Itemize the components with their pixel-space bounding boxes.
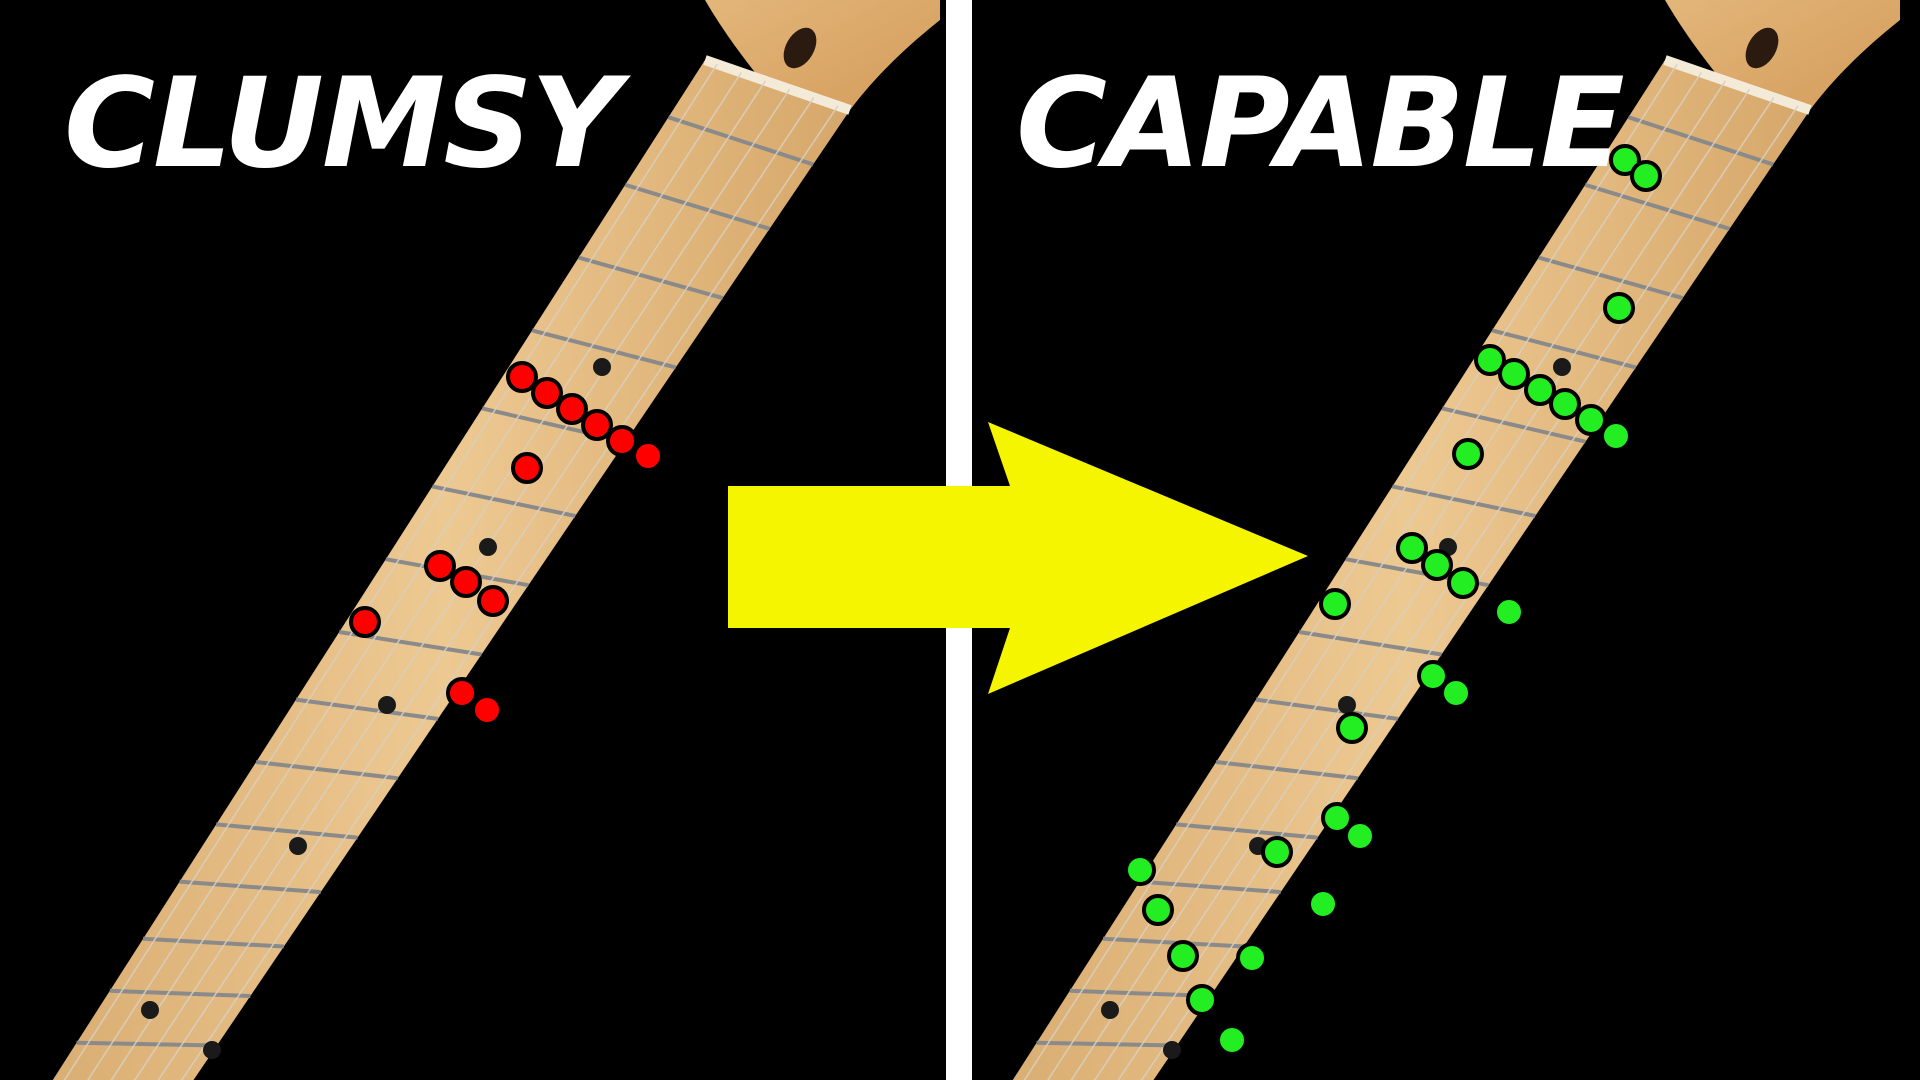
right-inlay-5 [1101, 1001, 1119, 1019]
right-note-dot-24 [1218, 1026, 1246, 1054]
right-inlay-1 [1553, 358, 1571, 376]
right-note-dot-14 [1495, 598, 1523, 626]
right-note-dot-11 [1398, 534, 1426, 562]
right-note-dot-27 [1144, 896, 1172, 924]
left-inlay-1 [593, 358, 611, 376]
left-note-dot-7 [426, 552, 454, 580]
right-note-dot-13 [1449, 569, 1477, 597]
right-note-dot-7 [1551, 390, 1579, 418]
left-note-dot-6 [634, 442, 662, 470]
left-note-dot-12 [473, 696, 501, 724]
right-note-dot-23 [1238, 944, 1266, 972]
right-note-dot-21 [1263, 838, 1291, 866]
right-note-dot-17 [1442, 679, 1470, 707]
left-note-dot-1 [508, 363, 536, 391]
right-note-dot-2 [1632, 162, 1660, 190]
right-note-dot-10 [1454, 440, 1482, 468]
left-inlay-6 [203, 1041, 221, 1059]
right-note-dot-22 [1309, 890, 1337, 918]
left-inlay-2 [479, 538, 497, 556]
left-note-dot-2 [533, 379, 561, 407]
right-note-dot-8 [1577, 406, 1605, 434]
right-note-dot-15 [1321, 590, 1349, 618]
right-inlay-3 [1338, 696, 1356, 714]
left-note-dot-8 [452, 568, 480, 596]
right-note-dot-5 [1500, 360, 1528, 388]
left-panel-title: CLUMSY [64, 62, 618, 186]
left-fret-15 [77, 1043, 217, 1046]
right-fret-15 [1037, 1043, 1177, 1046]
right-note-dot-26 [1169, 942, 1197, 970]
left-note-dot-10 [351, 608, 379, 636]
right-panel-title: CAPABLE [1016, 62, 1623, 186]
right-note-dot-3 [1605, 294, 1633, 322]
left-inlay-5 [141, 1001, 159, 1019]
left-note-dot-5 [608, 427, 636, 455]
left-inlay-4 [289, 837, 307, 855]
left-note-dot-9 [479, 587, 507, 615]
left-note-dot-11 [448, 679, 476, 707]
left-inlay-3 [378, 696, 396, 714]
right-note-dot-12 [1423, 551, 1451, 579]
right-note-dot-20 [1346, 822, 1374, 850]
right-note-dot-9 [1602, 422, 1630, 450]
right-inlay-6 [1163, 1041, 1181, 1059]
right-note-dot-18 [1338, 714, 1366, 742]
left-note-dot-13 [513, 454, 541, 482]
right-note-dot-25 [1188, 986, 1216, 1014]
right-note-dot-28 [1126, 856, 1154, 884]
left-note-dot-4 [583, 411, 611, 439]
left-note-dot-3 [558, 395, 586, 423]
